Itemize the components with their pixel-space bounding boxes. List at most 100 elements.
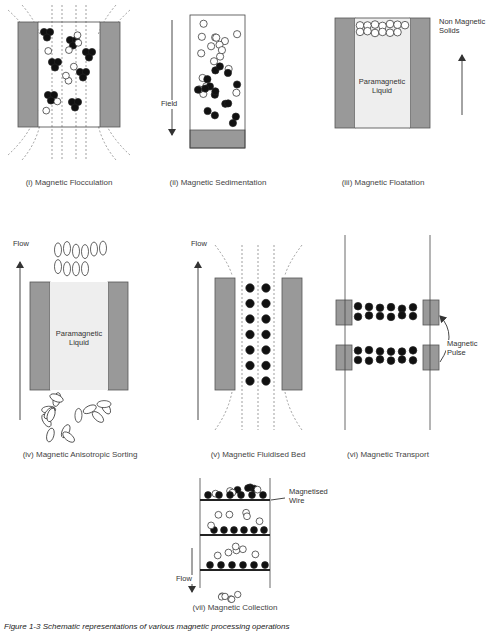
panel-caption: (vii) Magnetic Collection bbox=[193, 603, 278, 612]
magnetic-particle bbox=[409, 347, 417, 355]
flow-label: Flow bbox=[175, 575, 193, 584]
non-magnetic-particle bbox=[235, 591, 241, 597]
anisotropic-particle bbox=[82, 245, 89, 259]
anisotropic-particle bbox=[73, 262, 80, 276]
magnetic-particle bbox=[241, 527, 248, 534]
magnetic-particle bbox=[229, 562, 236, 569]
flow-label: Flow bbox=[190, 240, 208, 249]
magnetic-particle bbox=[246, 284, 254, 292]
magnetic-particle bbox=[262, 284, 270, 292]
anisotropic-particle bbox=[73, 244, 80, 258]
non-magnetic-particle bbox=[74, 32, 81, 39]
magnet-blocks bbox=[18, 18, 439, 390]
magnetic-particle bbox=[211, 112, 218, 119]
magnetic-particle bbox=[249, 492, 256, 499]
magnetic-particle bbox=[251, 562, 258, 569]
magnetic-pulse-label: Magnetic Pulse bbox=[446, 340, 488, 357]
magnetic-particle bbox=[409, 357, 417, 365]
non-magnetic-particle bbox=[256, 518, 263, 525]
magnetic-particle bbox=[43, 34, 50, 41]
non-magnetic-particle bbox=[244, 513, 251, 520]
non-magnetic-particle bbox=[226, 511, 233, 518]
magnetic-particle bbox=[216, 492, 223, 499]
magnetic-particle bbox=[47, 97, 54, 104]
non-magnetic-particle bbox=[70, 63, 77, 70]
magnetic-particle bbox=[262, 299, 270, 307]
magnetic-particle bbox=[398, 348, 406, 356]
field-lines bbox=[8, 5, 302, 430]
panel-caption: (vi) Magnetic Transport bbox=[347, 450, 429, 459]
magnetic-particle bbox=[376, 348, 384, 356]
anisotropic-particle bbox=[82, 262, 89, 276]
non-magnetic-particle bbox=[214, 552, 221, 559]
figure-caption: Figure 1-3 Schematic representations of … bbox=[4, 622, 289, 631]
magnetic-particle bbox=[231, 527, 238, 534]
magnetic-particle bbox=[376, 304, 384, 312]
non-magnetic-particle bbox=[215, 511, 222, 518]
anisotropic-particle bbox=[61, 430, 76, 444]
non-magnetic-solids-label: Non Magnetic Solids bbox=[438, 18, 488, 35]
anisotropic-particle bbox=[45, 427, 55, 442]
non-magnetic-particle bbox=[228, 596, 234, 602]
anisotropic-particle bbox=[82, 403, 98, 415]
non-magnetic-particle bbox=[66, 47, 73, 54]
magnetic-particle bbox=[398, 311, 406, 319]
non-magnetic-particle bbox=[254, 486, 261, 493]
anisotropic-particle bbox=[55, 243, 62, 257]
magnetic-particle bbox=[245, 485, 252, 492]
non-magnetic-particle bbox=[222, 593, 228, 599]
non-magnetic-particle bbox=[208, 43, 215, 50]
anisotropic-particle bbox=[75, 408, 82, 422]
non-magnetic-particle bbox=[63, 72, 70, 79]
magnetic-particle bbox=[365, 303, 373, 311]
magnetic-particle bbox=[251, 527, 258, 534]
magnetic-particle bbox=[376, 356, 384, 364]
non-magnetic-particle bbox=[239, 546, 246, 553]
non-magnetic-particle bbox=[371, 29, 379, 37]
non-magnetic-particle bbox=[198, 50, 205, 57]
magnetic-particle bbox=[216, 63, 223, 70]
magnetic-particle bbox=[387, 357, 395, 365]
non-magnetic-particle bbox=[233, 89, 240, 96]
magnetic-particle bbox=[246, 299, 254, 307]
magnetic-particle bbox=[387, 303, 395, 311]
non-magnetic-particle bbox=[198, 33, 205, 40]
non-magnetic-particle bbox=[232, 543, 239, 550]
magnetic-particle bbox=[224, 69, 231, 76]
magnetic-particle bbox=[260, 492, 267, 499]
non-magnetic-particle bbox=[43, 107, 50, 114]
magnetic-particle bbox=[202, 85, 209, 92]
magnetic-particle bbox=[204, 76, 211, 83]
particles bbox=[40, 20, 417, 602]
direction-arrows bbox=[20, 20, 462, 592]
magnetic-particle bbox=[246, 377, 254, 385]
non-magnetic-particle bbox=[228, 596, 234, 602]
panel-caption: (iii) Magnetic Floatation bbox=[342, 178, 425, 187]
panel-caption: (i) Magnetic Flocculation bbox=[26, 178, 113, 187]
magnetic-particle bbox=[354, 356, 362, 364]
magnetic-particle bbox=[194, 86, 201, 93]
non-magnetic-particle bbox=[401, 21, 409, 29]
non-magnetic-particle bbox=[225, 549, 232, 556]
magnetic-particle bbox=[227, 492, 234, 499]
non-magnetic-particle bbox=[208, 522, 215, 529]
non-magnetic-particle bbox=[216, 53, 223, 60]
magnetic-particle bbox=[246, 361, 254, 369]
magnetic-particle bbox=[261, 527, 268, 534]
anisotropic-particle bbox=[64, 262, 71, 276]
anisotropic-particle bbox=[45, 407, 56, 423]
paramagnetic-liquid-label: Paramagnetic Liquid bbox=[53, 330, 105, 347]
vessel-walls bbox=[38, 15, 430, 588]
magnetic-particle bbox=[71, 104, 78, 111]
non-magnetic-particle bbox=[371, 21, 379, 29]
panel-caption: (iv) Magnetic Anisotropic Sorting bbox=[23, 450, 138, 459]
magnetic-particle bbox=[246, 330, 254, 338]
magnetic-particle bbox=[51, 64, 58, 71]
magnetic-particle bbox=[262, 315, 270, 323]
magnetised-wires bbox=[200, 500, 270, 570]
magnetic-particle bbox=[225, 100, 232, 107]
magnetic-particle bbox=[221, 527, 228, 534]
non-magnetic-particle bbox=[233, 31, 240, 38]
paramagnetic-liquid bbox=[50, 18, 410, 390]
